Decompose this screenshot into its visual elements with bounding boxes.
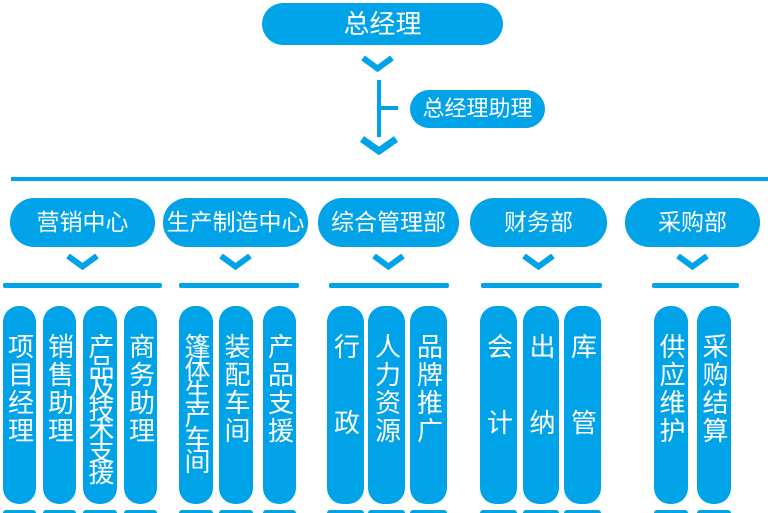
position-node: 产品支援: [263, 306, 296, 504]
cutoff-shape: [263, 510, 296, 513]
dept-node: 采购部: [625, 198, 760, 247]
position-node: 库管: [564, 306, 601, 504]
cutoff-shape: [327, 510, 364, 513]
chevron-down-icon: [66, 254, 99, 270]
position-label: 会计: [483, 333, 514, 485]
position-node: 供应维护: [654, 306, 688, 504]
position-node: 人力资源: [368, 306, 405, 504]
dept-label: 采购部: [658, 209, 727, 235]
position-label: 产品及技术支援: [85, 333, 115, 480]
position-label: 篷体生产车间: [181, 333, 211, 471]
position-label: 行政: [330, 333, 361, 485]
arrow-down-icon: [359, 136, 399, 155]
position-node: 销售助理: [43, 306, 76, 504]
cutoff-shape: [523, 510, 559, 513]
node-label: 总经理助理: [422, 96, 533, 121]
position-label: 出纳: [526, 333, 556, 485]
position-node: 品牌推广: [410, 306, 447, 504]
group-rail: [179, 283, 299, 288]
node-general-manager: 总经理: [262, 3, 503, 45]
group-rail: [652, 283, 739, 288]
position-node: 装配车间: [219, 306, 253, 504]
position-label: 商务助理: [125, 333, 156, 445]
position-node: 行政: [327, 306, 364, 504]
cutoff-shape: [179, 510, 213, 513]
position-node: 篷体生产车间: [179, 306, 213, 504]
cutoff-shape: [368, 510, 405, 513]
cutoff-shape: [654, 510, 688, 513]
chevron-down-icon: [522, 254, 555, 270]
chevron-down-icon: [219, 254, 252, 270]
position-node: 商务助理: [124, 306, 157, 504]
position-node: 采购结算: [697, 306, 731, 504]
position-label: 库管: [567, 333, 598, 485]
dept-label: 营销中心: [36, 209, 129, 235]
position-node: 项目经理: [3, 306, 36, 504]
cutoff-shape: [219, 510, 253, 513]
cutoff-shape: [124, 510, 157, 513]
group-rail: [481, 283, 602, 288]
position-label: 产品支援: [264, 333, 295, 445]
position-node: 产品及技术支援: [83, 306, 117, 504]
group-rail: [3, 283, 162, 288]
node-label: 总经理: [343, 9, 422, 39]
position-node: 会计: [480, 306, 517, 504]
connector-branch-line: [377, 106, 398, 110]
dept-node: 财务部: [470, 198, 607, 247]
chevron-down-icon: [361, 56, 394, 72]
cutoff-shape: [3, 510, 36, 513]
position-label: 品牌推广: [413, 333, 444, 445]
node-gm-assistant: 总经理助理: [410, 90, 545, 128]
position-label: 销售助理: [44, 333, 75, 445]
dept-label: 生产制造中心: [166, 209, 305, 235]
position-label: 装配车间: [221, 333, 251, 445]
group-rail: [329, 283, 449, 288]
dept-label: 财务部: [504, 209, 573, 235]
chevron-down-icon: [676, 254, 709, 270]
cutoff-shape: [43, 510, 76, 513]
dept-label: 综合管理部: [331, 209, 446, 235]
position-label: 人力资源: [371, 333, 402, 445]
dept-node: 生产制造中心: [163, 198, 308, 247]
position-label: 采购结算: [699, 333, 729, 445]
cutoff-shape: [564, 510, 601, 513]
chevron-down-icon: [372, 254, 405, 270]
cutoff-shape: [410, 510, 447, 513]
dept-node: 营销中心: [10, 198, 155, 247]
connector-horizontal-rail: [11, 177, 768, 181]
dept-node: 综合管理部: [318, 198, 459, 247]
position-label: 项目经理: [4, 333, 35, 445]
position-label: 供应维护: [656, 333, 686, 445]
cutoff-shape: [83, 510, 117, 513]
position-node: 出纳: [523, 306, 559, 504]
cutoff-shape: [480, 510, 517, 513]
cutoff-shape: [697, 510, 731, 513]
